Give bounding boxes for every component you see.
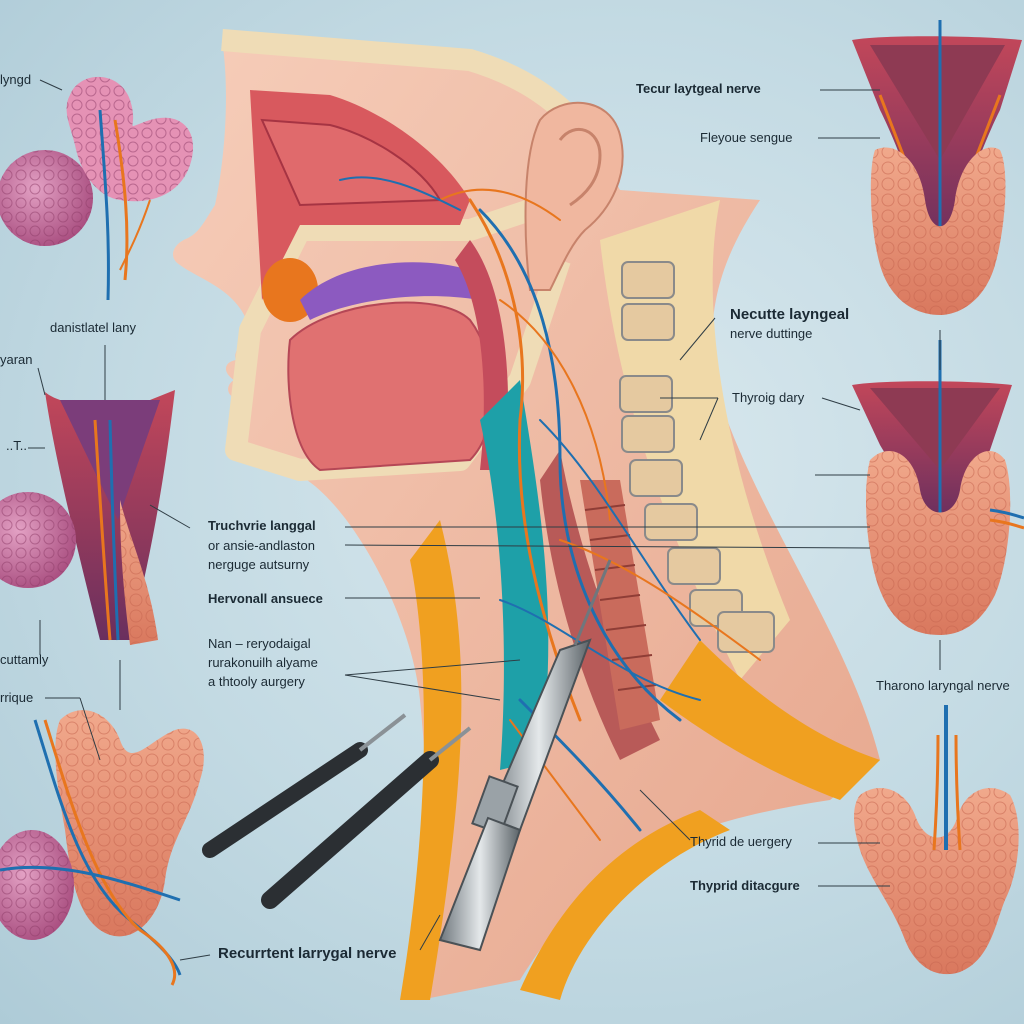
parathyroid-gland-left-bottom: [0, 830, 74, 940]
label-right-bottom-3: Thyprid ditacgure: [690, 878, 800, 893]
label-center-1b: or ansie-andlaston: [208, 538, 315, 553]
label-right-mid-1a: Necutte layngeal: [730, 306, 850, 323]
label-left-bottom-a: cuttamly: [0, 652, 49, 667]
larynx-left-mid: [45, 390, 175, 645]
label-center-1c: nerguge autsurny: [208, 557, 310, 572]
label-center-3a: Nan – reryodaigal: [208, 636, 311, 651]
thyroid-gland-right-mid: [866, 451, 1024, 635]
vertebra-stack: [619, 261, 775, 653]
label-center-2: Hervonall ansuece: [208, 591, 323, 606]
leader-lines: [28, 79, 941, 961]
label-right-mid-2: Thyroig dary: [732, 390, 805, 405]
thyroid-gland-left-top: [66, 76, 194, 301]
surgical-instrument-main: [438, 559, 612, 952]
nerve-left-bottom: [0, 719, 182, 986]
label-left-bottom-b: rrique: [0, 690, 34, 705]
label-center-3b: rurakonuilh alyame: [208, 655, 318, 670]
parathyroid-gland-left-mid: [0, 492, 76, 588]
label-top-left-partial: lyngd: [0, 72, 32, 87]
trachea: [580, 480, 660, 730]
thyroid-gland-left-bottom: [55, 710, 204, 937]
label-center-3c: a thtooly aurgery: [208, 674, 305, 689]
head-cross-section: [173, 29, 880, 1000]
label-left-partial-b: ..T..: [6, 438, 27, 453]
surgical-instrument-probe-2: [261, 726, 472, 909]
label-left-partial-a: yaran: [0, 352, 33, 367]
label-right-bottom-1: Tharono laryngal nerve: [876, 678, 1010, 693]
label-right-bottom-2: Thyrid de uergery: [690, 834, 792, 849]
label-top-right-2: Fleyoue sengue: [700, 130, 793, 145]
label-top-right-1: Tecur laytgeal nerve: [636, 81, 761, 96]
thyroid-gland-right-top: [870, 147, 1006, 315]
parathyroid-gland-left-top: [0, 150, 93, 246]
label-center-1a: Truchvrie langgal: [208, 518, 316, 533]
surgical-instrument-probe-1: [202, 713, 407, 858]
label-right-mid-1b: nerve duttinge: [730, 326, 813, 341]
thyroid-gland-right-bottom: [854, 705, 1019, 975]
label-left-mid: danistlatel lany: [50, 320, 136, 335]
label-bottom-center: Recurrtent larrygal nerve: [218, 945, 397, 962]
